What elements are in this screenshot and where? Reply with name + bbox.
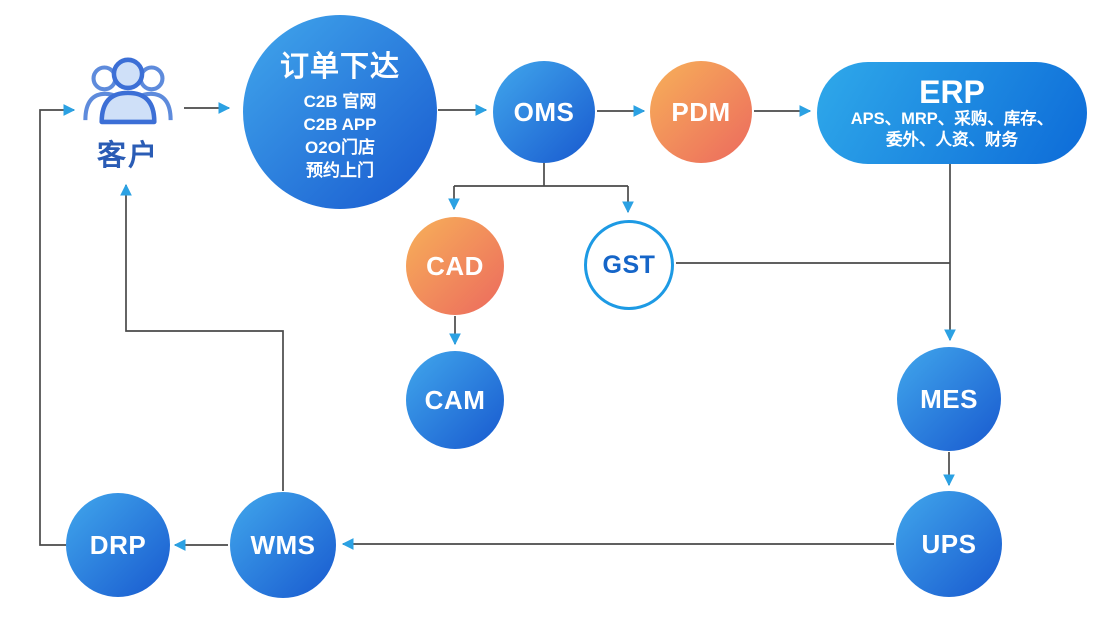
node-ups: UPS: [896, 491, 1002, 597]
connector-oms-branch-tee: [454, 163, 628, 187]
ups-label: UPS: [921, 528, 977, 559]
node-customer: 客户: [76, 53, 180, 174]
order-title: 订单下达: [279, 50, 400, 83]
node-order-placement: 订单下达 C2B 官网 C2B APP O2O门店 预约上门: [243, 15, 437, 209]
mes-label: MES: [920, 383, 978, 414]
node-pdm: PDM: [650, 61, 752, 163]
node-gst: GST: [584, 220, 674, 310]
node-oms: OMS: [493, 61, 595, 163]
node-erp: ERP APS、MRP、采购、库存、 委外、人资、财务: [817, 62, 1087, 164]
connector-wms-loop-to-customer: [120, 183, 284, 491]
customer-label: 客户: [96, 140, 159, 172]
people-icon: [83, 57, 173, 125]
connector-drp-loop-to-customer: [39, 104, 76, 546]
oms-label: OMS: [513, 96, 575, 127]
order-channel: C2B 官网: [303, 91, 377, 111]
order-channel: 预约上门: [306, 160, 374, 180]
erp-modules-line1: APS、MRP、采购、库存、: [850, 110, 1054, 128]
erp-modules-line2: 委外、人资、财务: [886, 131, 1018, 149]
order-channel: O2O门店: [305, 137, 375, 157]
cam-label: CAM: [424, 384, 486, 415]
node-drp: DRP: [66, 493, 170, 597]
drp-label: DRP: [89, 529, 147, 560]
node-mes: MES: [897, 347, 1001, 451]
node-cam: CAM: [406, 351, 504, 449]
order-channel: C2B APP: [303, 114, 377, 134]
pdm-label: PDM: [671, 96, 731, 127]
node-cad: CAD: [406, 217, 504, 315]
wms-label: WMS: [250, 529, 316, 560]
erp-title: ERP: [919, 74, 985, 110]
cad-label: CAD: [426, 250, 484, 281]
node-wms: WMS: [230, 492, 336, 598]
gst-label: GST: [602, 250, 656, 279]
